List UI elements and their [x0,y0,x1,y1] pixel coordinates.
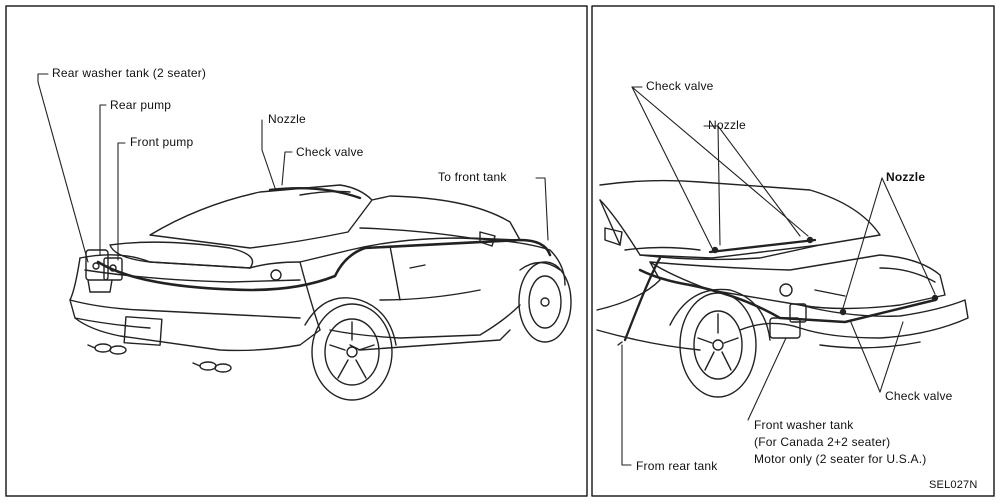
rear-car-drawing [69,184,572,401]
figure-code: SEL027N [929,479,978,491]
right-panel-border [591,5,995,497]
label-front-pump: Front pump [130,135,194,149]
label-rear-pump: Rear pump [110,98,172,112]
label-front-washer-tank-motor: Motor only (2 seater for U.S.A.) [754,452,927,466]
label-nozzle-top: Nozzle [708,118,746,132]
label-nozzle-right: Nozzle [886,170,926,184]
label-check-valve-left: Check valve [296,145,364,159]
front-car-drawing [596,179,969,398]
label-front-washer-tank-canada: (For Canada 2+2 seater) [754,435,891,449]
label-check-valve-bottom: Check valve [885,389,953,403]
label-nozzle-left: Nozzle [268,112,306,126]
label-rear-washer-tank: Rear washer tank (2 seater) [52,66,207,80]
left-panel-border [5,5,588,497]
label-to-front-tank: To front tank [438,170,507,184]
right-leader-lines [621,86,936,466]
label-check-valve-top: Check valve [646,79,714,93]
label-front-washer-tank: Front washer tank [754,418,854,432]
left-leader-lines [37,73,549,263]
label-from-rear-tank: From rear tank [636,459,718,473]
